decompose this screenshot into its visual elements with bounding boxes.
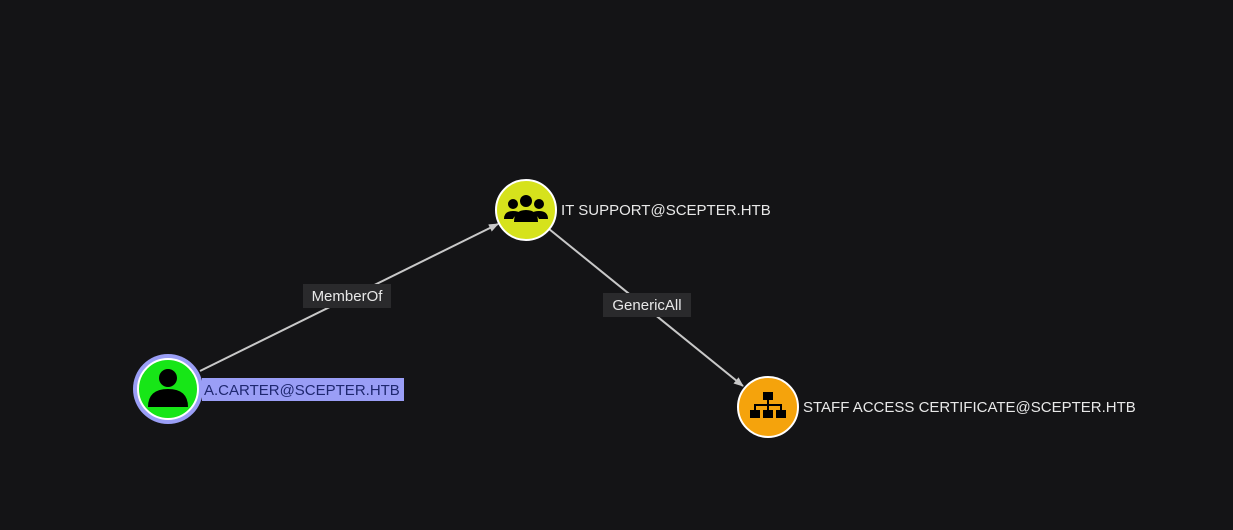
edge-memberof-label-bg	[303, 284, 391, 308]
edge-genericall-label-bg	[603, 293, 691, 317]
node-staffcert[interactable]: STAFF ACCESS CERTIFICATE@SCEPTER.HTB	[737, 376, 1136, 438]
edge-memberof-label[interactable]: MemberOf	[312, 288, 384, 305]
node-acarter[interactable]: A.CARTER@SCEPTER.HTB	[133, 354, 404, 424]
edge-memberof[interactable]: MemberOf	[199, 223, 499, 372]
node-itsupport[interactable]: IT SUPPORT@SCEPTER.HTB	[495, 179, 771, 241]
group-icon	[504, 195, 548, 222]
edge-genericall[interactable]: GenericAll	[548, 228, 744, 387]
edge-genericall-label[interactable]: GenericAll	[612, 297, 681, 314]
org-chart-icon	[750, 392, 786, 418]
node-itsupport-label[interactable]: IT SUPPORT@SCEPTER.HTB	[561, 202, 771, 219]
user-icon	[148, 369, 188, 407]
node-staffcert-label[interactable]: STAFF ACCESS CERTIFICATE@SCEPTER.HTB	[803, 399, 1136, 416]
node-acarter-label[interactable]: A.CARTER@SCEPTER.HTB	[204, 382, 400, 399]
node-acarter-label-highlight	[202, 378, 404, 401]
